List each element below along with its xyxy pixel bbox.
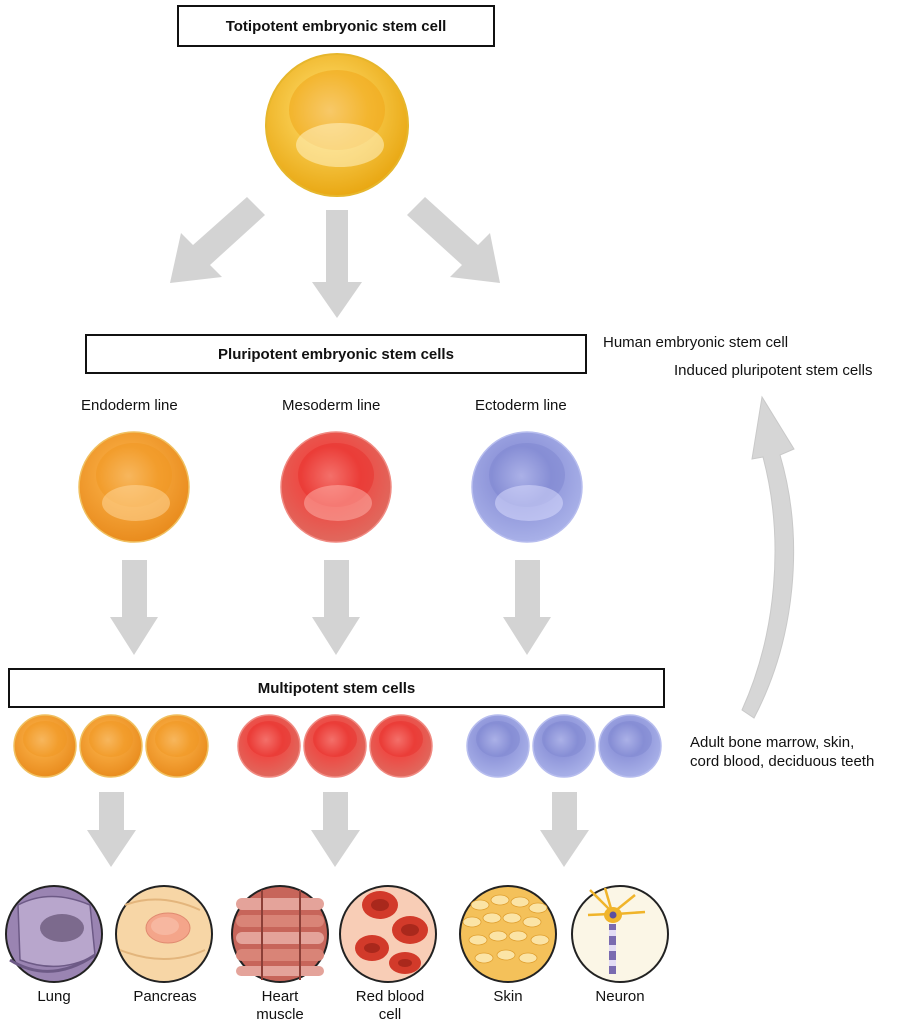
endoderm-line-label: Endoderm line bbox=[81, 397, 178, 414]
heart-muscle-label: Heart muscle bbox=[256, 988, 304, 1023]
arrow-ectoderm-down bbox=[503, 560, 551, 655]
induced-pluripotent-label: Induced pluripotent stem cells bbox=[674, 362, 873, 379]
neuron-label: Neuron bbox=[595, 988, 645, 1005]
pluripotent-title: Pluripotent embryonic stem cells bbox=[218, 345, 454, 363]
ectoderm-cell bbox=[471, 431, 583, 543]
totipotent-title: Totipotent embryonic stem cell bbox=[225, 17, 447, 35]
endoderm-cell bbox=[78, 431, 190, 543]
skin-label: Skin bbox=[493, 988, 523, 1005]
mesoderm-line-label: Mesoderm line bbox=[282, 397, 381, 414]
multipotent-title: Multipotent stem cells bbox=[257, 679, 416, 697]
arrow-to-ectoderm bbox=[407, 197, 500, 283]
human-esc-label: Human embryonic stem cell bbox=[603, 334, 789, 351]
multipotent-title-box: Multipotent stem cells bbox=[8, 668, 665, 708]
heart-muscle-image bbox=[231, 885, 329, 983]
lung-cell-image bbox=[5, 885, 103, 983]
arrow-mesoderm-down bbox=[312, 560, 360, 655]
arrow-to-endoderm bbox=[170, 197, 265, 283]
totipotent-cell bbox=[265, 53, 409, 197]
arrow-to-skin-neuron bbox=[540, 792, 589, 867]
arrow-endoderm-down bbox=[110, 560, 158, 655]
arrow-to-mesoderm bbox=[312, 210, 362, 318]
mesoderm-cell bbox=[280, 431, 392, 543]
totipotent-title-box: Totipotent embryonic stem cell bbox=[177, 5, 495, 47]
pancreas-label: Pancreas bbox=[133, 988, 197, 1005]
pluripotent-title-box: Pluripotent embryonic stem cells bbox=[85, 334, 587, 374]
skin-cell-image bbox=[459, 885, 557, 983]
multipotent-ectoderm-cells bbox=[466, 714, 662, 778]
red-blood-cell-label: Red blood cell bbox=[355, 988, 425, 1023]
pancreas-cell-image bbox=[115, 885, 213, 983]
arrow-to-lung-pancreas bbox=[87, 792, 136, 867]
neuron-image bbox=[571, 885, 669, 983]
ectoderm-line-label: Ectoderm line bbox=[475, 397, 567, 414]
adult-sources-line-1: Adult bone marrow, skin, bbox=[690, 734, 855, 751]
induced-pluripotent-arrow bbox=[741, 395, 795, 719]
adult-sources-line-2: cord blood, deciduous teeth bbox=[690, 753, 875, 770]
lung-label: Lung bbox=[37, 988, 71, 1005]
multipotent-endoderm-cells bbox=[13, 714, 209, 778]
arrow-to-heart-blood bbox=[311, 792, 360, 867]
red-blood-cell-image bbox=[339, 885, 437, 983]
multipotent-mesoderm-cells bbox=[237, 714, 433, 778]
